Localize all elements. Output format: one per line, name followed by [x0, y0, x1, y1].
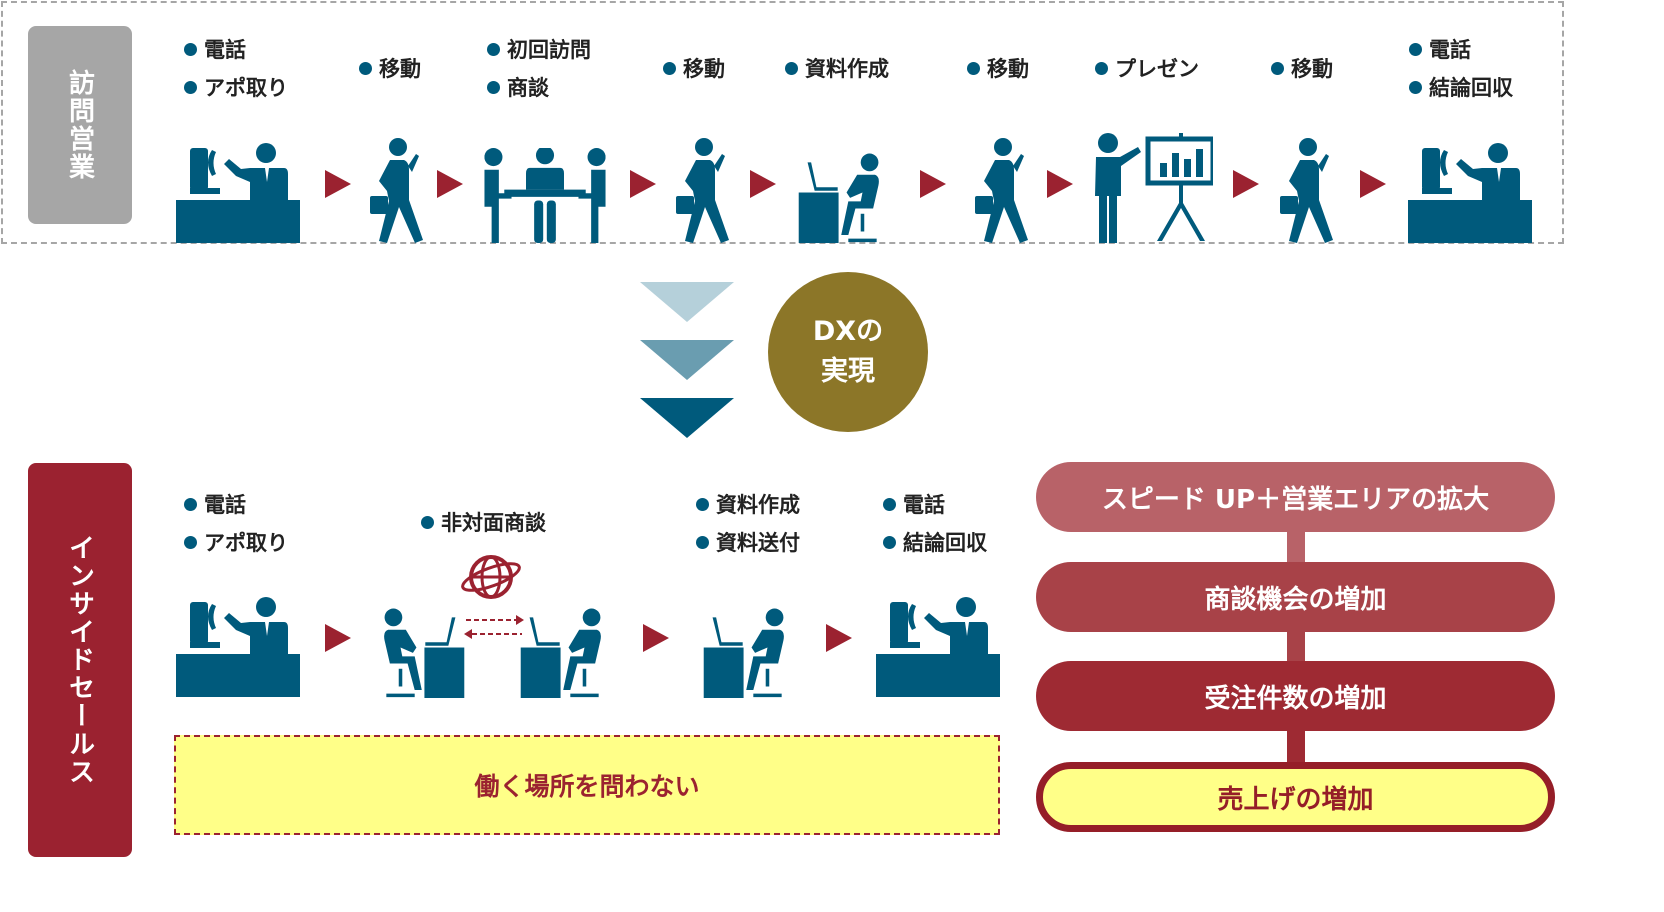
bullet-icon: [487, 42, 500, 56]
top-step-3: 初回訪問 商談: [487, 34, 591, 102]
arrow-right-icon: [750, 170, 776, 198]
step-label: 電話: [204, 493, 246, 517]
walking-person-icon: [1280, 138, 1335, 243]
desk-phone-icon: [176, 138, 300, 243]
step-label: 移動: [987, 57, 1029, 81]
step-label: 商談: [507, 76, 549, 100]
result-sales: 売上げの増加: [1036, 762, 1555, 832]
result-meetings: 商談機会の増加: [1036, 562, 1555, 632]
walking-person-icon: [676, 138, 731, 243]
step-label: 資料作成: [716, 493, 800, 517]
step-label: 初回訪問: [507, 38, 591, 62]
chevron-down-icon: [640, 282, 734, 322]
connector-line: [1287, 630, 1305, 664]
bullet-icon: [883, 535, 896, 549]
laptop-desk-icon: [370, 605, 470, 698]
arrow-right-icon: [437, 170, 463, 198]
step-label: 移動: [379, 57, 421, 81]
result-orders: 受注件数の増加: [1036, 661, 1555, 731]
desk-phone-icon: [876, 592, 1000, 697]
bullet-icon: [696, 535, 709, 549]
step-label: アポ取り: [204, 76, 288, 100]
step-label: 非対面商談: [441, 511, 546, 535]
bullet-icon: [421, 515, 434, 529]
bullet-icon: [184, 497, 197, 511]
top-step-4: 移動: [663, 53, 725, 83]
bullet-icon: [1409, 80, 1422, 94]
top-step-8: 移動: [1271, 53, 1333, 83]
arrow-right-icon: [1233, 170, 1259, 198]
arrow-right-icon: [325, 624, 351, 652]
arrow-right-icon: [1360, 170, 1386, 198]
arrow-right-icon: [1047, 170, 1073, 198]
top-step-6: 移動: [967, 53, 1029, 83]
bullet-icon: [785, 61, 798, 75]
walking-person-icon: [975, 138, 1030, 243]
dx-line-2: 実現: [821, 356, 875, 387]
top-step-2: 移動: [359, 53, 421, 83]
arrow-right-icon: [630, 170, 656, 198]
dx-line-1: DXの: [812, 316, 884, 347]
chevron-down-icon: [640, 398, 734, 438]
bottom-step-1: 電話 アポ取り: [184, 489, 288, 557]
meeting-icon: [478, 148, 612, 243]
bullet-icon: [1095, 61, 1108, 75]
bullet-icon: [1409, 42, 1422, 56]
top-step-7: プレゼン: [1095, 53, 1199, 83]
result-speed-area: スピード UP＋営業エリアの拡大: [1036, 462, 1555, 532]
bottom-step-3: 資料作成 資料送付: [696, 489, 800, 557]
step-label: 電話: [903, 493, 945, 517]
step-label: 結論回収: [1429, 76, 1513, 100]
connector-line: [1287, 729, 1305, 765]
chevron-down-icon: [640, 340, 734, 380]
connector-line: [1287, 530, 1305, 564]
desk-phone-icon: [1408, 138, 1532, 243]
visit-sales-label: 訪問営業: [28, 26, 132, 224]
step-label: 電話: [204, 38, 246, 62]
bullet-icon: [359, 61, 372, 75]
bullet-icon: [184, 80, 197, 94]
step-label: プレゼン: [1115, 57, 1199, 81]
bullet-icon: [883, 497, 896, 511]
top-step-9: 電話 結論回収: [1409, 34, 1513, 102]
step-label: 結論回収: [903, 531, 987, 555]
work-anywhere-note: 働く場所を問わない: [174, 735, 1000, 835]
step-label: 資料作成: [805, 57, 889, 81]
bottom-step-4: 電話 結論回収: [883, 489, 987, 557]
arrow-right-icon: [325, 170, 351, 198]
walking-person-icon: [370, 138, 425, 243]
bullet-icon: [967, 61, 980, 75]
top-step-1: 電話 アポ取り: [184, 34, 288, 102]
step-label: 資料送付: [716, 531, 800, 555]
bullet-icon: [184, 42, 197, 56]
arrow-right-icon: [643, 624, 669, 652]
step-label: アポ取り: [204, 531, 288, 555]
visit-sales-frame: [1, 1, 1564, 244]
arrow-right-icon: [826, 624, 852, 652]
bullet-icon: [1271, 61, 1284, 75]
presentation-icon: [1090, 133, 1213, 243]
bullet-icon: [696, 497, 709, 511]
dx-circle: DXの 実現: [768, 272, 928, 432]
bullet-icon: [663, 61, 676, 75]
step-label: 電話: [1429, 38, 1471, 62]
laptop-desk-icon: [515, 605, 615, 698]
laptop-desk-icon: [793, 150, 893, 243]
desk-phone-icon: [176, 592, 300, 697]
globe-icon: [461, 555, 521, 599]
top-step-5: 資料作成: [785, 53, 889, 83]
bullet-icon: [184, 535, 197, 549]
exchange-arrows-icon: [464, 615, 524, 639]
step-label: 移動: [683, 57, 725, 81]
bullet-icon: [487, 80, 500, 94]
inside-sales-label: インサイドセールス: [28, 463, 132, 857]
laptop-desk-icon: [698, 605, 798, 698]
step-label: 移動: [1291, 57, 1333, 81]
bottom-step-2: 非対面商談: [421, 507, 546, 537]
arrow-right-icon: [920, 170, 946, 198]
